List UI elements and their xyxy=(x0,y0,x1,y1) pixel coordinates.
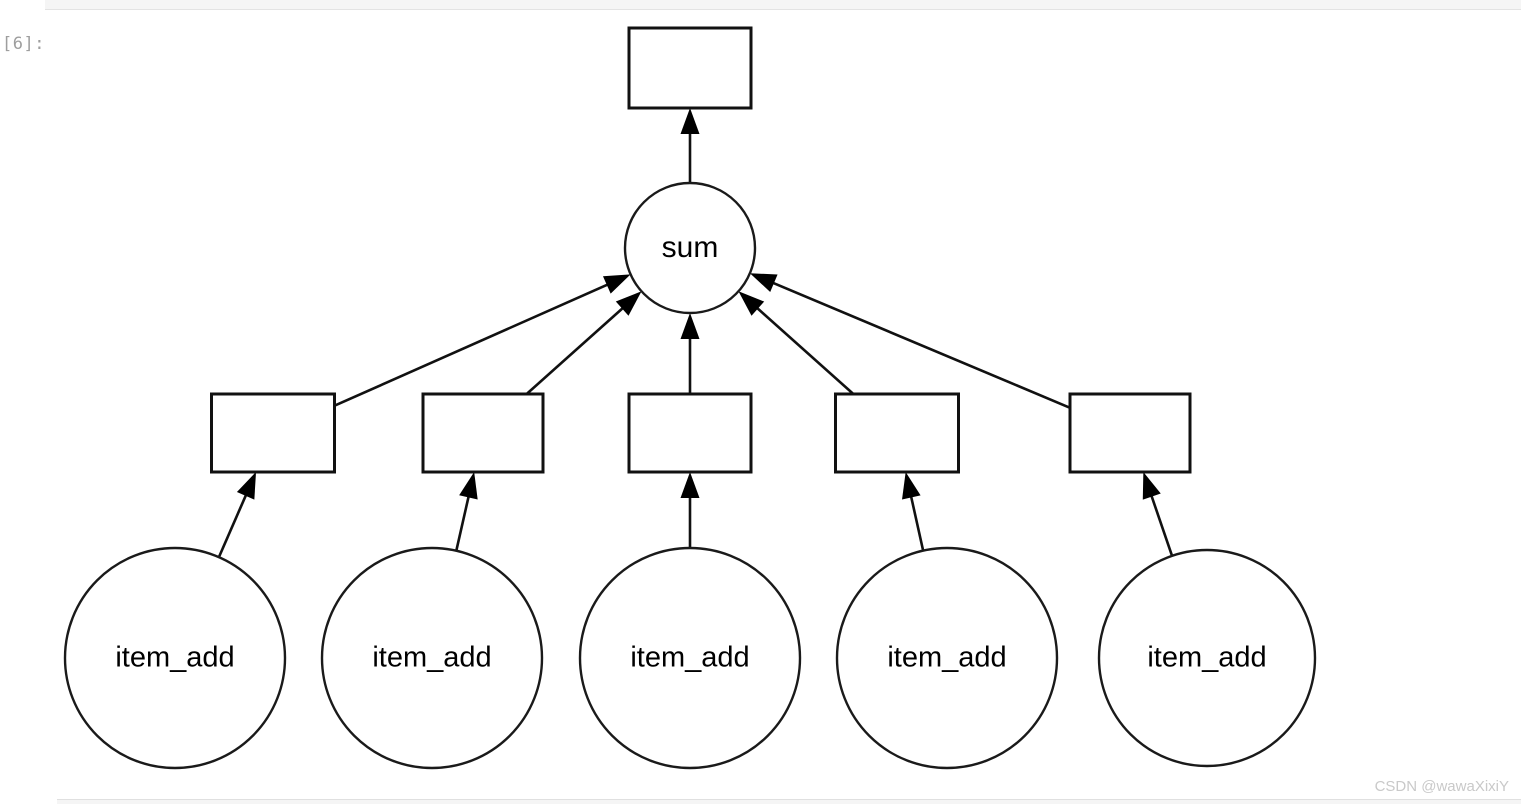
node-circle-shape xyxy=(63,546,287,770)
cell-execution-prompt: [6]: xyxy=(2,34,45,54)
graph-edge xyxy=(455,493,471,552)
graph-edge-arrowhead xyxy=(236,472,257,500)
graph-node-item_add_3[interactable]: item_add xyxy=(578,546,802,770)
graph-node-sum[interactable]: sum xyxy=(623,181,757,315)
node-rect-shape xyxy=(627,26,753,110)
graph-edge-arrowhead xyxy=(459,472,478,500)
graph-edge-arrowhead xyxy=(749,273,778,293)
graph-edge-arrowhead xyxy=(738,291,765,316)
node-label: item_add xyxy=(630,642,749,674)
node-rect-shape xyxy=(210,392,336,474)
node-circle-shape xyxy=(623,181,757,315)
graph-node-item_add_2[interactable]: item_add xyxy=(320,546,544,770)
graph-edge-arrowhead xyxy=(602,274,631,294)
graph-node-item_add_4[interactable]: item_add xyxy=(835,546,1059,770)
node-label: item_add xyxy=(1147,642,1266,674)
graph-edges xyxy=(217,108,1174,558)
graph-node-mid_rect_4[interactable] xyxy=(834,392,960,474)
node-rect-shape xyxy=(421,392,545,474)
graph-node-item_add_5[interactable]: item_add xyxy=(1097,548,1317,768)
node-label: sum xyxy=(662,231,719,264)
graph-node-mid_rect_5[interactable] xyxy=(1068,392,1192,474)
graph-edge xyxy=(769,280,1071,409)
graph-edge xyxy=(525,305,626,395)
graph-edge-arrowhead xyxy=(1142,472,1161,500)
node-rect-shape xyxy=(627,392,753,474)
graph-edge xyxy=(333,282,612,407)
notebook-cell-footer xyxy=(57,799,1521,804)
node-label: item_add xyxy=(887,642,1006,674)
node-rect-shape xyxy=(1068,392,1192,474)
notebook-cell-toolbar xyxy=(45,0,1521,10)
graph-edge xyxy=(1149,492,1174,557)
csdn-watermark: CSDN @wawaXixiY xyxy=(1374,778,1509,795)
graph-node-out_rect[interactable] xyxy=(627,26,753,110)
graph-node-mid_rect_1[interactable] xyxy=(210,392,336,474)
node-rect-shape xyxy=(834,392,960,474)
node-circle-shape xyxy=(578,546,802,770)
graph-edge-arrowhead xyxy=(615,291,642,316)
node-circle-shape xyxy=(835,546,1059,770)
node-circle-shape xyxy=(1097,548,1317,768)
node-label: item_add xyxy=(372,642,491,674)
graph-edge-arrowhead xyxy=(680,313,700,339)
graph-edge xyxy=(217,491,249,558)
graph-edge xyxy=(754,305,855,395)
graph-node-mid_rect_2[interactable] xyxy=(421,392,545,474)
graph-edge xyxy=(909,493,925,551)
graph-nodes: sum item_add item_add item_add item_add item_… xyxy=(63,26,1317,770)
node-circle-shape xyxy=(320,546,544,770)
graph-edge-arrowhead xyxy=(680,108,700,134)
graph-edge-arrowhead xyxy=(680,472,700,498)
node-label: item_add xyxy=(115,642,234,674)
graph-node-item_add_1[interactable]: item_add xyxy=(63,546,287,770)
graph-node-mid_rect_3[interactable] xyxy=(627,392,753,474)
graph-edge-arrowhead xyxy=(902,472,921,500)
